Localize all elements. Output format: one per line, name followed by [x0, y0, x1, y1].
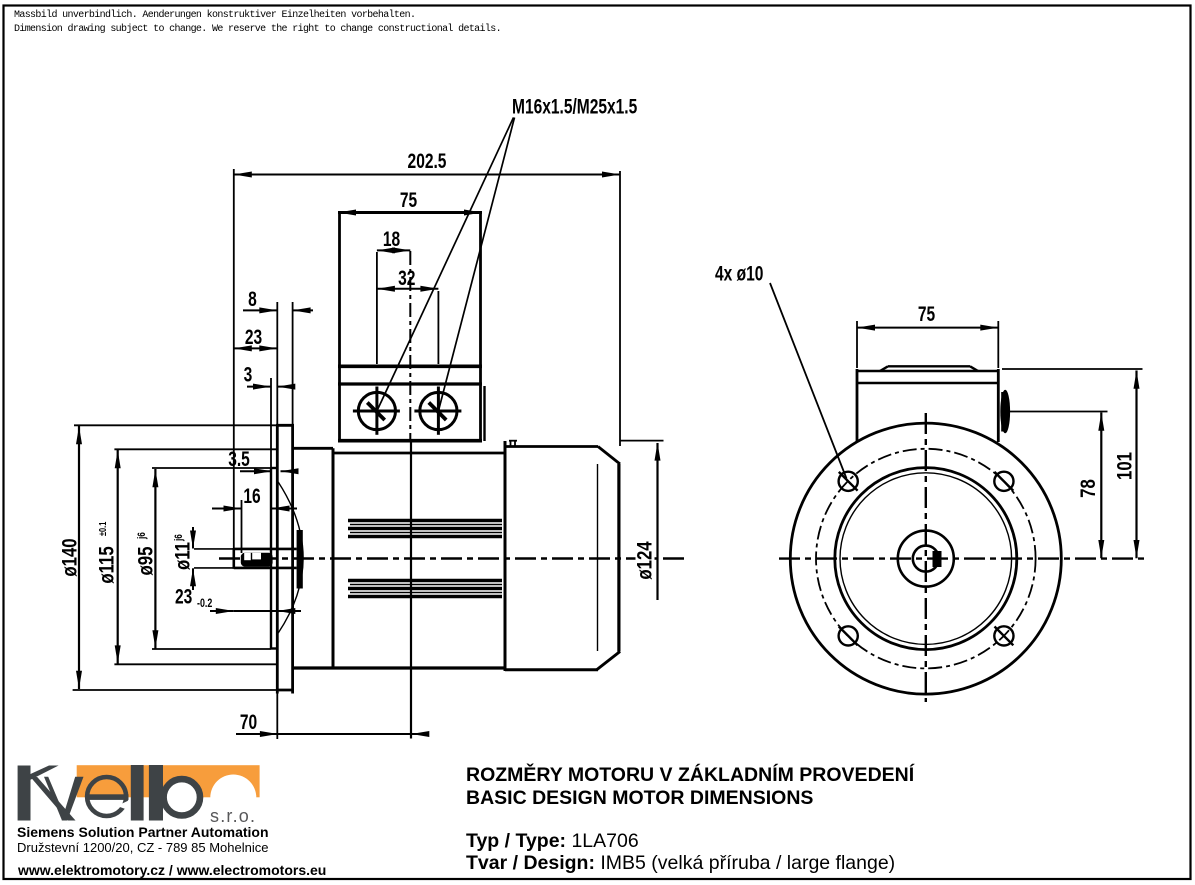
svg-text:ø140: ø140	[59, 538, 82, 576]
svg-text:ø11: ø11	[172, 542, 195, 570]
svg-text:4x ø10: 4x ø10	[715, 261, 763, 285]
svg-text:75: 75	[400, 188, 417, 212]
svg-text:18: 18	[383, 227, 400, 251]
svg-text:78: 78	[1077, 479, 1100, 498]
svg-text:3.5: 3.5	[228, 447, 250, 471]
svg-text:j6: j6	[173, 534, 186, 542]
svg-text:±0.1: ±0.1	[97, 522, 108, 536]
svg-text:j6: j6	[136, 532, 149, 540]
svg-text:-0.2: -0.2	[197, 597, 212, 611]
svg-text:70: 70	[240, 710, 257, 734]
svg-text:16: 16	[243, 484, 260, 508]
svg-text:32: 32	[398, 266, 415, 290]
svg-text:M16x1.5/M25x1.5: M16x1.5/M25x1.5	[512, 94, 637, 118]
svg-text:ø115: ø115	[96, 546, 119, 584]
svg-text:23: 23	[245, 325, 262, 349]
svg-text:75: 75	[918, 302, 935, 326]
svg-text:202.5: 202.5	[408, 149, 447, 173]
svg-text:101: 101	[1114, 452, 1137, 480]
svg-text:3: 3	[244, 362, 253, 386]
svg-text:ø95: ø95	[135, 546, 158, 575]
svg-text:ø124: ø124	[634, 541, 657, 580]
svg-text:8: 8	[248, 287, 257, 311]
svg-text:23: 23	[175, 584, 192, 608]
